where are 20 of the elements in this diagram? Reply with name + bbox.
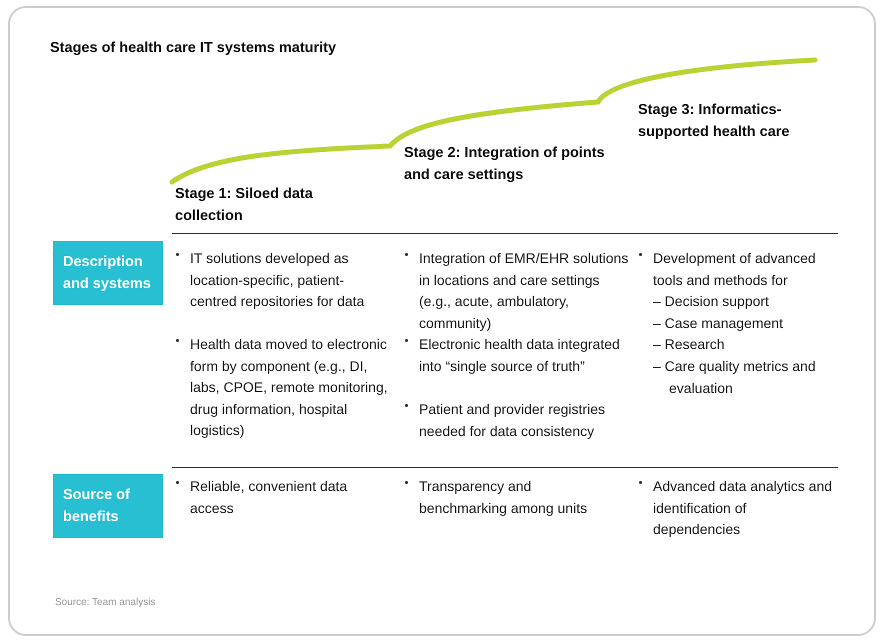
source-note: Source: Team analysis [55,597,156,608]
list-item: Advanced data analytics and identification of dependencies [653,477,833,540]
chart-title: Stages of health care IT systems maturity [50,40,336,56]
row-header: Description and systems [53,241,163,305]
stage-heading: Stage 2: Integration of points and care settings [404,144,606,185]
list-item: Integration of EMR/EHR solutions in locations and care settings (e.g., acute, ambulatory, community) [419,249,630,333]
list-subitem: – Case management [653,314,784,333]
list-item: Health data moved to electronic form by component (e.g., DI, labs, CPOE, remote monitoring, drug information, hospital logistics) [190,335,389,440]
row-header: Source of benefits [53,474,163,538]
list-item: Transparency and benchmarking among units [419,477,588,518]
list-item: Patient and provider registries needed for data consistency [419,400,606,441]
list-item: Electronic health data integrated into “single source of truth” [419,335,621,376]
list-subitem: – Care quality metrics and evaluation [653,357,817,398]
stage-heading: Stage 1: Siloed data collection [175,185,314,226]
list-subitem: – Decision support [653,292,770,311]
list-subitem: – Research [653,335,726,354]
list-item: Development of advanced tools and methods for [653,249,817,290]
list-item: IT solutions developed as location-specific, patient-centred repositories for data [190,249,366,312]
list-item: Reliable, convenient data access [190,477,348,518]
stage-heading: Stage 3: Informatics-supported health care [638,101,790,142]
